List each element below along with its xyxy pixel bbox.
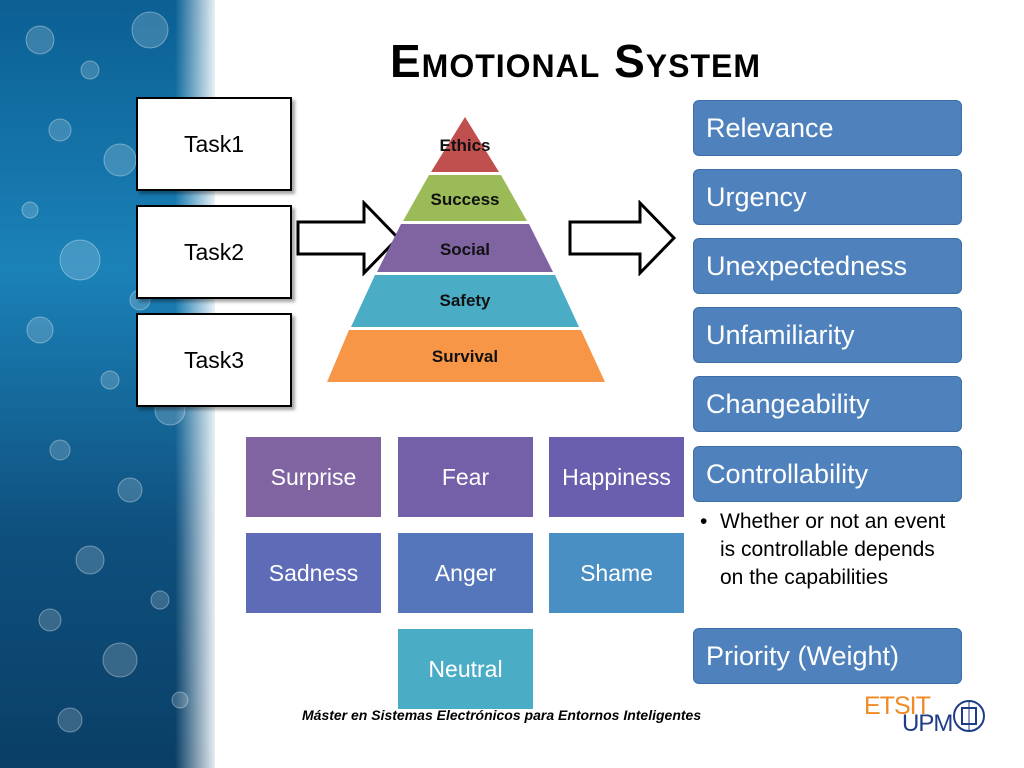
pyramid-level-social	[377, 224, 553, 272]
logo-text-upm: UPM	[902, 710, 953, 737]
bullet-dot-icon: •	[700, 510, 708, 533]
pyramid-level-success	[403, 175, 527, 221]
pyramid-level-safety	[351, 275, 579, 327]
appraisal-changeability: Changeability	[693, 376, 962, 432]
needs-pyramid: Ethics Success Social Safety Survival	[327, 117, 605, 382]
pyramid-label-social: Social	[440, 240, 490, 259]
appraisal-unfamiliarity: Unfamiliarity	[693, 307, 962, 363]
controllability-bullet-text: Whether or not an event is controllable …	[720, 510, 946, 589]
controllability-bullet: • Whether or not an event is controllabl…	[700, 508, 960, 592]
emotion-sadness: Sadness	[246, 533, 381, 613]
crest-icon	[953, 700, 985, 732]
footer-text: Máster en Sistemas Electrónicos para Ent…	[302, 707, 702, 723]
appraisal-unexpectedness: Unexpectedness	[693, 238, 962, 294]
arrow-right-icon	[568, 200, 677, 276]
arrow-right-icon	[296, 200, 401, 276]
emotion-fear: Fear	[398, 437, 533, 517]
pyramid-label-safety: Safety	[439, 291, 491, 310]
pyramid-level-ethics	[431, 117, 499, 172]
page-title: Emotional System	[390, 35, 762, 87]
emotion-anger: Anger	[398, 533, 533, 613]
appraisal-relevance: Relevance	[693, 100, 962, 156]
emotion-happiness: Happiness	[549, 437, 684, 517]
emotion-neutral: Neutral	[398, 629, 533, 709]
pyramid-level-survival	[327, 330, 605, 382]
task1-box: Task1	[136, 97, 292, 191]
logo-text-etsit: ETSIT	[864, 692, 931, 720]
emotion-surprise: Surprise	[246, 437, 381, 517]
etsit-upm-logo: ETSIT UPM	[864, 692, 989, 742]
appraisal-controllability: Controllability	[693, 446, 962, 502]
pyramid-label-survival: Survival	[432, 347, 498, 366]
task2-box: Task2	[136, 205, 292, 299]
appraisal-priority: Priority (Weight)	[693, 628, 962, 684]
emotion-shame: Shame	[549, 533, 684, 613]
task3-box: Task3	[136, 313, 292, 407]
pyramid-label-ethics: Ethics	[439, 136, 490, 155]
pyramid-label-success: Success	[431, 190, 500, 209]
appraisal-urgency: Urgency	[693, 169, 962, 225]
